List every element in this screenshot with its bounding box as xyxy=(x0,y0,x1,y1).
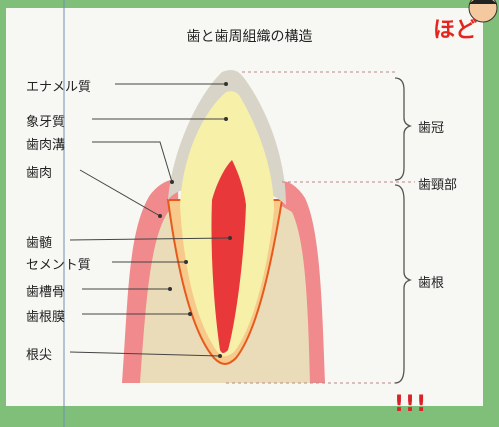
label-neck: 歯頸部 xyxy=(418,178,458,193)
label-root: 歯根 xyxy=(418,276,445,291)
label-pulp: 歯髄 xyxy=(26,236,53,251)
leader-pulp xyxy=(69,237,231,241)
corner-character-icon: ほど xyxy=(433,0,499,43)
label-gingiva: 歯肉 xyxy=(26,166,53,181)
label-dentin: 象牙質 xyxy=(26,115,66,130)
leader-apex xyxy=(69,351,221,357)
leader-gingiva xyxy=(79,169,161,217)
diagram-title: 歯と歯周組織の構造 xyxy=(186,29,313,45)
crown-bracket xyxy=(394,77,413,181)
pulp-shape xyxy=(211,160,246,353)
label-pdl: 歯根膜 xyxy=(26,310,66,325)
label-sulcus: 歯肉溝 xyxy=(26,138,66,153)
root-bracket xyxy=(394,184,413,384)
exclamation-marks: !!! xyxy=(394,392,428,417)
label-alveolar-bone: 歯槽骨 xyxy=(26,285,66,300)
label-cementum: セメント質 xyxy=(26,258,91,273)
corner-text: ほど xyxy=(433,18,478,43)
label-crown: 歯冠 xyxy=(418,121,445,136)
label-apex: 根尖 xyxy=(26,348,53,363)
label-enamel: エナメル質 xyxy=(26,80,92,95)
leader-sulcus xyxy=(92,141,173,183)
